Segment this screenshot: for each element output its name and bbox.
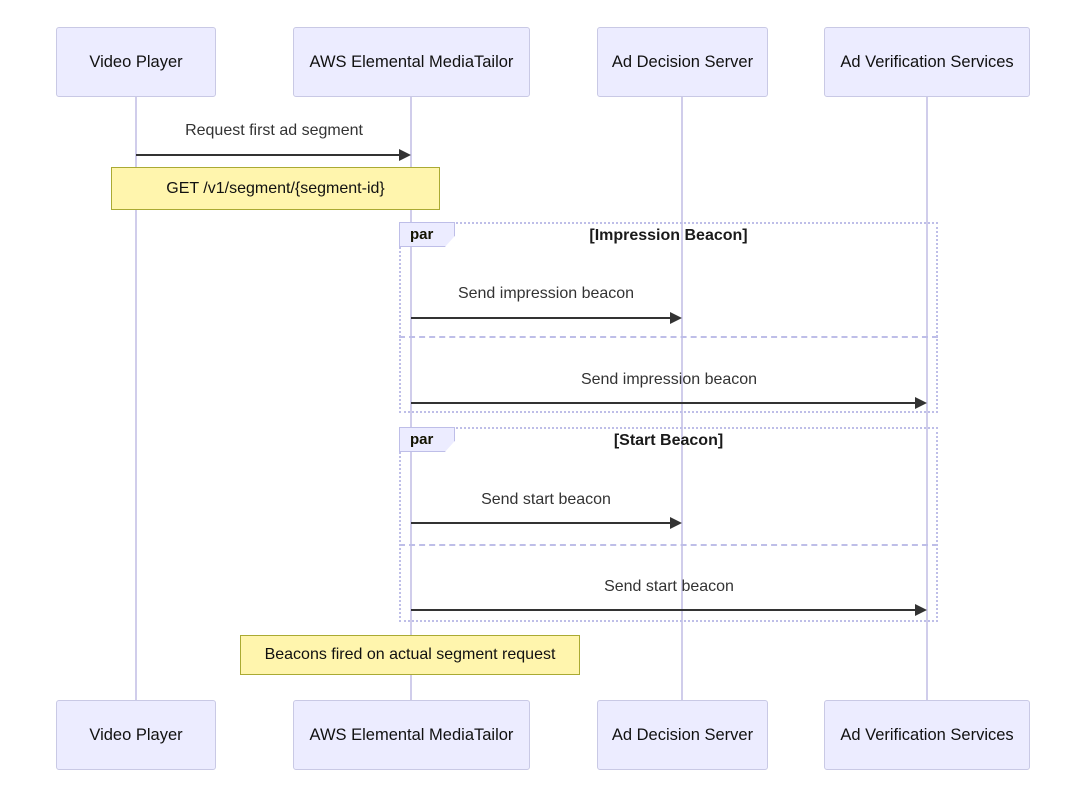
arrow-send-impression-beacon-ads bbox=[411, 312, 682, 324]
arrowhead-icon bbox=[670, 312, 682, 324]
participant-mediatailor-top: AWS Elemental MediaTailor bbox=[293, 27, 530, 97]
arrowhead-icon bbox=[915, 604, 927, 616]
participant-label: Ad Decision Server bbox=[611, 725, 754, 744]
par-condition: [Impression Beacon] bbox=[589, 227, 748, 244]
participant-video-player-bottom: Video Player bbox=[56, 700, 216, 770]
par-keyword-label: par bbox=[399, 427, 455, 452]
note-get-segment: GET /v1/segment/{segment-id} bbox=[111, 167, 440, 210]
lifeline-ad-decision-server bbox=[681, 97, 683, 700]
participant-label: AWS Elemental MediaTailor bbox=[309, 725, 514, 744]
participant-ad-decision-server-bottom: Ad Decision Server bbox=[597, 700, 768, 770]
participant-label: Ad Decision Server bbox=[611, 52, 754, 71]
par-block-impression-beacon: par [Impression Beacon] bbox=[399, 222, 938, 413]
arrowhead-icon bbox=[399, 149, 411, 161]
participant-label: Ad Verification Services bbox=[840, 725, 1014, 744]
participant-label: AWS Elemental MediaTailor bbox=[309, 52, 514, 71]
lifeline-ad-verification-services bbox=[926, 97, 928, 700]
par-keyword-text: par bbox=[410, 431, 434, 448]
participant-mediatailor-bottom: AWS Elemental MediaTailor bbox=[293, 700, 530, 770]
participant-label: Video Player bbox=[89, 52, 183, 71]
par-divider bbox=[399, 336, 938, 338]
message-request-first-ad-segment: Request first ad segment bbox=[185, 122, 363, 139]
par-keyword-text: par bbox=[410, 226, 434, 243]
note-beacons-fired: Beacons fired on actual segment request bbox=[240, 635, 580, 675]
message-send-start-beacon-ads: Send start beacon bbox=[481, 491, 611, 508]
lifeline-mediatailor bbox=[410, 97, 412, 700]
par-divider bbox=[399, 544, 938, 546]
message-send-impression-beacon-ads: Send impression beacon bbox=[457, 285, 635, 302]
par-keyword-label: par bbox=[399, 222, 455, 247]
participant-ad-decision-server-top: Ad Decision Server bbox=[597, 27, 768, 97]
message-send-start-beacon-avs: Send start beacon bbox=[604, 578, 734, 595]
par-condition: [Start Beacon] bbox=[613, 432, 724, 449]
note-text: Beacons fired on actual segment request bbox=[264, 646, 556, 663]
note-text: GET /v1/segment/{segment-id} bbox=[166, 179, 385, 197]
arrow-send-start-beacon-ads bbox=[411, 517, 682, 529]
arrowhead-icon bbox=[670, 517, 682, 529]
participant-ad-verification-services-top: Ad Verification Services bbox=[824, 27, 1030, 97]
arrow-request-first-ad-segment bbox=[136, 149, 411, 161]
arrow-send-impression-beacon-avs bbox=[411, 397, 927, 409]
participant-ad-verification-services-bottom: Ad Verification Services bbox=[824, 700, 1030, 770]
lifeline-video-player bbox=[135, 97, 137, 700]
message-send-impression-beacon-avs: Send impression beacon bbox=[580, 371, 758, 388]
arrow-send-start-beacon-avs bbox=[411, 604, 927, 616]
participant-label: Video Player bbox=[89, 725, 183, 744]
par-block-start-beacon: par [Start Beacon] bbox=[399, 427, 938, 622]
arrowhead-icon bbox=[915, 397, 927, 409]
participant-label: Ad Verification Services bbox=[840, 52, 1014, 71]
participant-video-player-top: Video Player bbox=[56, 27, 216, 97]
